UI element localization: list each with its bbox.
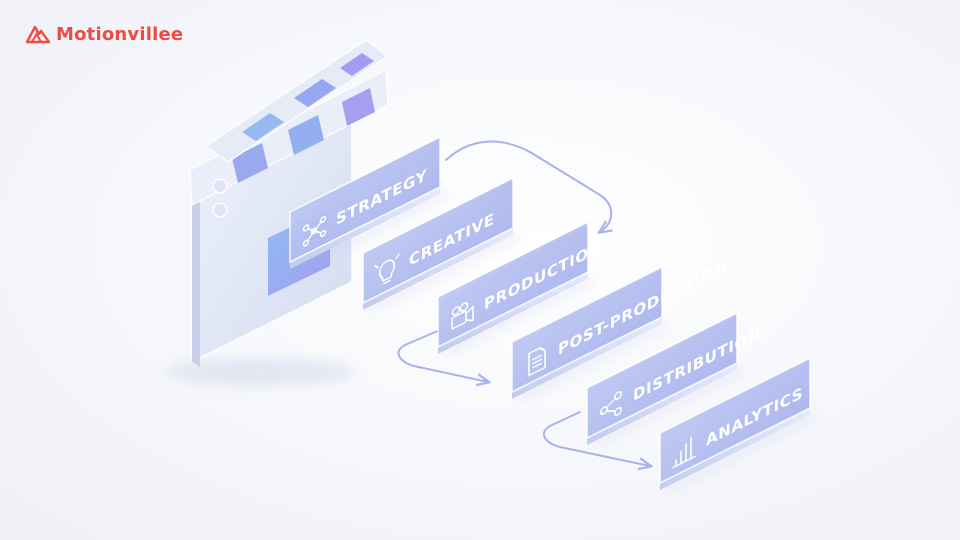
brand-logo: Motionvillee — [26, 22, 183, 46]
document-icon — [528, 347, 546, 377]
lightbulb-icon — [374, 253, 400, 285]
stage-card-analytics: ANALYTICS — [659, 356, 816, 493]
workflow-stages: STRATEGYCREATIVEPRODUCTIONPOST-PRODUCTIO… — [289, 135, 816, 493]
share-icon — [600, 391, 623, 416]
network-nodes-icon — [302, 215, 327, 247]
stage-card-distribution: DISTRIBUTION — [586, 311, 761, 448]
brand-name: Motionvillee — [56, 23, 184, 45]
stage-card-strategy: STRATEGY — [289, 135, 446, 272]
video-camera-icon — [451, 302, 474, 330]
bar-chart-icon — [672, 436, 696, 469]
mountain-logo-icon — [26, 25, 50, 44]
connector-lines — [397, 140, 650, 466]
